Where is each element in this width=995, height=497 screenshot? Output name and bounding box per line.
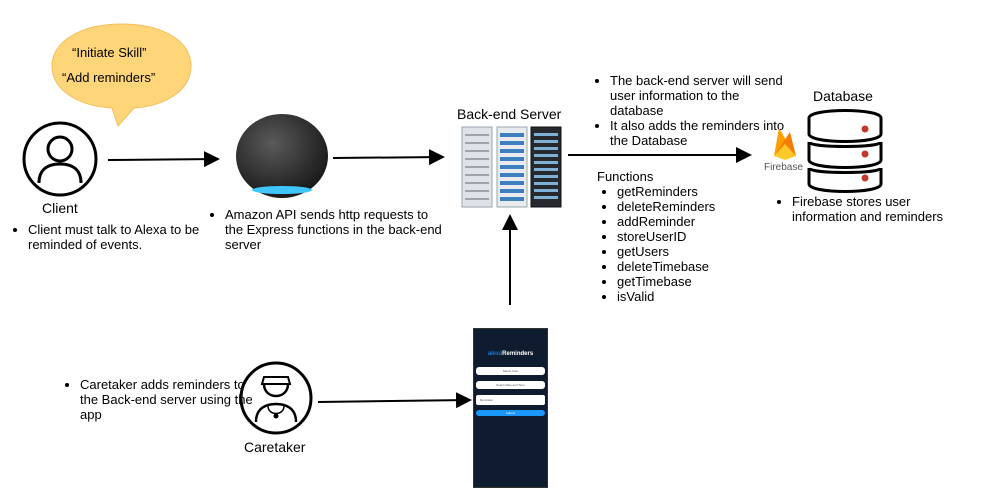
alexa-note: Amazon API sends http requests to the Ex… [225,207,445,252]
app-title: Reminders [502,351,534,357]
function-item: storeUserID [617,229,757,244]
database-notes: Firebase stores user information and rem… [774,194,967,224]
submit-button[interactable]: Submit [476,410,545,416]
database-stack-icon [807,109,883,193]
alexa-notes: Amazon API sends http requests to the Ex… [207,207,445,252]
server-notes: The back-end server will send user infor… [592,73,790,148]
caretaker-label: Caretaker [244,439,306,455]
function-item: getTimebase [617,274,757,289]
arrow-client-to-alexa [107,151,220,168]
caretaker-notes: Caretaker adds reminders to the Back-end… [62,377,260,422]
caretaker-note: Caretaker adds reminders to the Back-end… [80,377,260,422]
server-title: Back-end Server [457,106,562,122]
reminder-field[interactable]: Reminder [476,395,545,405]
client-user-icon [22,121,98,197]
function-item: deleteReminders [617,199,757,214]
function-item: addReminder [617,214,757,229]
function-item: getReminders [617,184,757,199]
speech-bubble-shape [51,23,192,127]
server-rack-icon [461,126,562,208]
arrow-caretaker-to-app [317,392,472,409]
function-item: isValid [617,289,757,304]
client-label: Client [42,200,78,216]
arrow-alexa-to-server [332,149,445,166]
speech-bubble-line2: “Add reminders” [62,70,156,85]
server-note: It also adds the reminders into the Data… [610,118,790,148]
select-date-field[interactable]: Select Date and Time [476,381,545,389]
function-item: deleteTimebase [617,259,757,274]
echo-device-icon [236,114,328,198]
caretaker-doctor-icon [239,361,313,435]
phone-app-screen: alexaReminders Select User Select Date a… [473,328,548,488]
client-note: Client must talk to Alexa to be reminded… [28,222,213,252]
firebase-label: Firebase [764,162,803,173]
speech-bubble-line1: “Initiate Skill” [72,45,147,60]
select-user-field[interactable]: Select User [476,367,545,375]
app-header: alexaReminders [474,351,547,358]
database-title: Database [813,88,873,104]
server-note: The back-end server will send user infor… [610,73,790,118]
database-note: Firebase stores user information and rem… [792,194,967,224]
function-item: getUsers [617,244,757,259]
functions-list: getReminders deleteReminders addReminder… [599,184,757,304]
app-brand: alexa [487,351,503,357]
client-notes: Client must talk to Alexa to be reminded… [10,222,213,252]
functions-title: Functions [597,169,654,184]
firebase-flame-icon [774,128,796,160]
